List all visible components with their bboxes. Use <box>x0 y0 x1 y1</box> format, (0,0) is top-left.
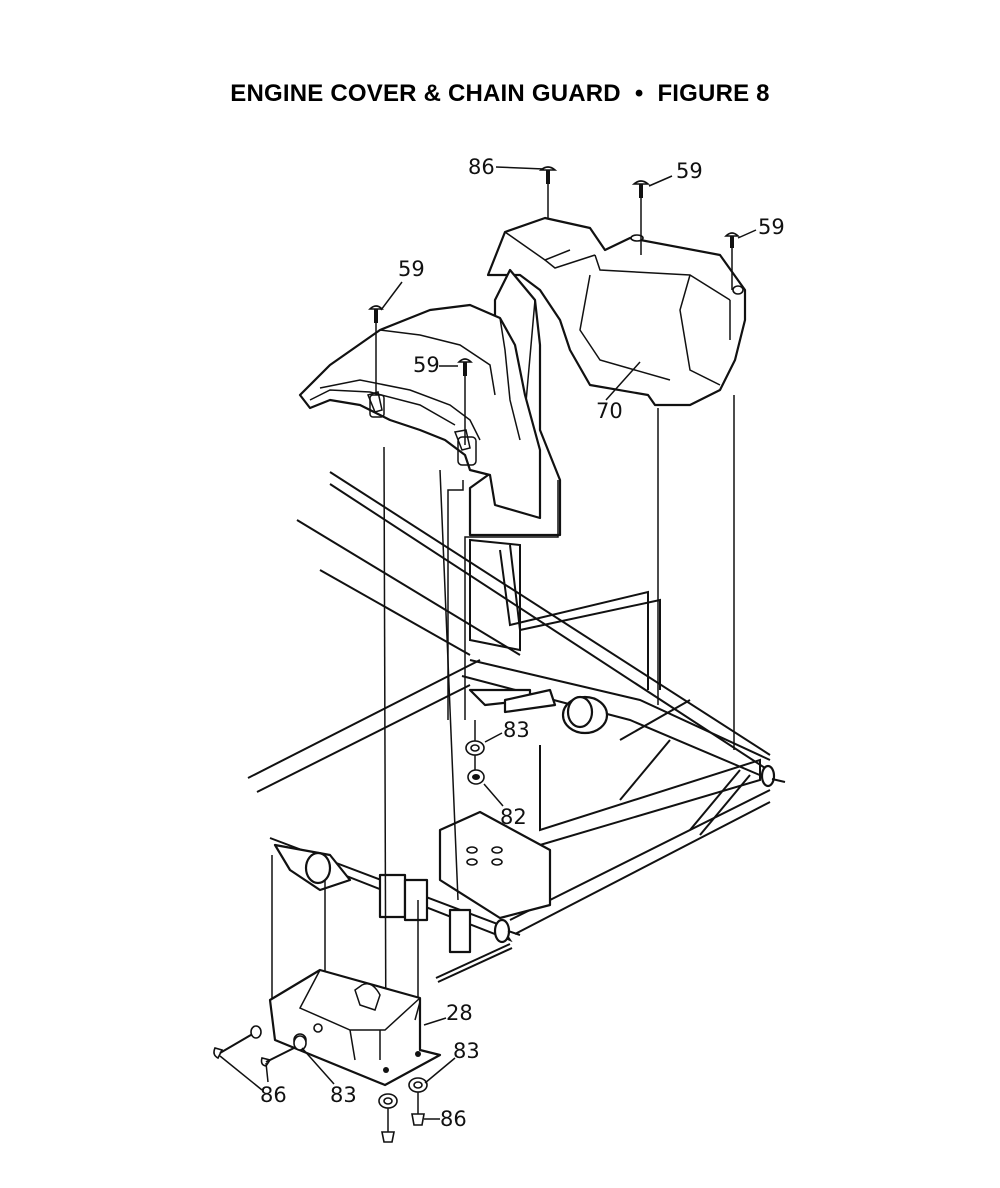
callout-59-inner: 59 <box>413 353 440 377</box>
title-separator: • <box>634 80 644 107</box>
callout-86-top: 86 <box>468 155 495 179</box>
figure-title: ENGINE COVER & CHAIN GUARD • FIGURE 8 <box>0 80 1000 108</box>
callout-labels: 86 59 59 59 59 70 83 82 28 83 86 83 86 <box>260 155 785 1131</box>
callout-86-bottom-left: 86 <box>260 1083 287 1107</box>
figure-number: FIGURE 8 <box>657 80 770 107</box>
mid-hardware <box>465 720 485 785</box>
callout-83-bottom-right: 83 <box>453 1039 480 1063</box>
bottom-hardware <box>213 1025 428 1143</box>
top-screws <box>368 166 740 445</box>
callout-59-top-mid: 59 <box>676 159 703 183</box>
callout-59-top-right: 59 <box>758 215 785 239</box>
callout-59-left: 59 <box>398 257 425 281</box>
figure-title-text: ENGINE COVER & CHAIN GUARD <box>230 80 621 107</box>
chain-guard-part-28 <box>268 968 442 1087</box>
chassis-frame <box>247 471 786 983</box>
callout-70: 70 <box>596 399 623 423</box>
callout-82: 82 <box>500 805 527 829</box>
callout-83-bottom-left: 83 <box>330 1083 357 1107</box>
callout-28: 28 <box>446 1001 473 1025</box>
callout-86-bottom-right: 86 <box>440 1107 467 1131</box>
callout-leaders <box>219 166 757 1120</box>
callout-83-mid: 83 <box>503 718 530 742</box>
engine-cover-part-70 <box>298 216 747 537</box>
